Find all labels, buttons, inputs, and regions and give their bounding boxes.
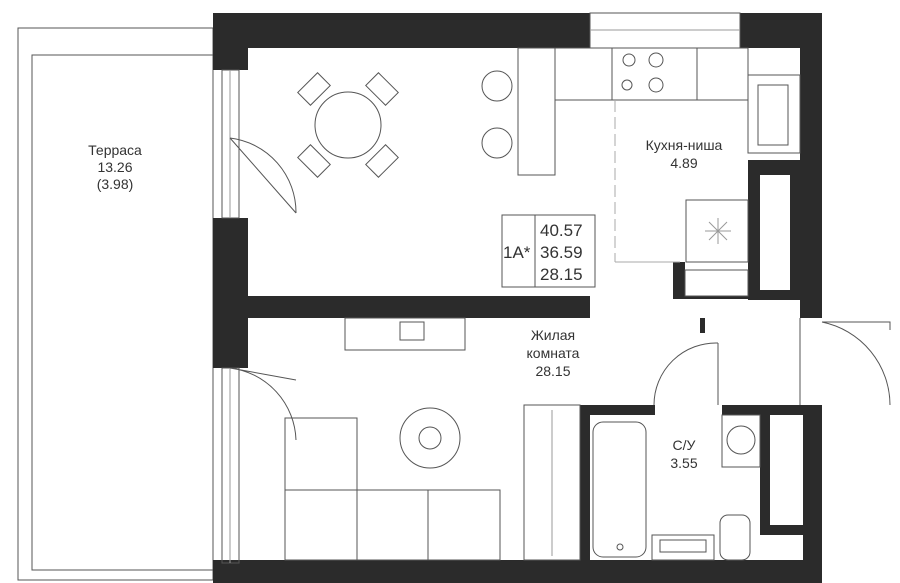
living-name-line2: комната — [527, 345, 580, 361]
living-area-label: 28.15 — [535, 363, 570, 379]
kitchen-name: Кухня-ниша — [646, 137, 723, 153]
total-area: 40.57 — [540, 221, 583, 240]
bathroom-fixtures — [592, 414, 761, 561]
terrace — [17, 27, 214, 581]
apartment-type: 1А* — [503, 243, 531, 262]
living-area: 28.15 — [540, 265, 583, 284]
bathroom-name: С/У — [673, 437, 696, 453]
living-name-line1: Жилая — [531, 327, 575, 343]
bathroom-area: 3.55 — [670, 455, 697, 471]
area-without-terrace: 36.59 — [540, 243, 583, 262]
terrace-area: 13.26 — [97, 159, 132, 175]
walls — [213, 13, 822, 583]
windows — [221, 12, 741, 564]
kitchen-area: 4.89 — [670, 155, 697, 171]
kitchen-furniture — [481, 47, 801, 297]
dining-table — [297, 72, 399, 178]
terrace-name: Терраса — [88, 142, 142, 158]
apartment-info-box — [501, 214, 596, 288]
doors — [229, 137, 891, 441]
living-furniture — [284, 317, 581, 561]
terrace-area-reduced: (3.98) — [97, 176, 134, 192]
